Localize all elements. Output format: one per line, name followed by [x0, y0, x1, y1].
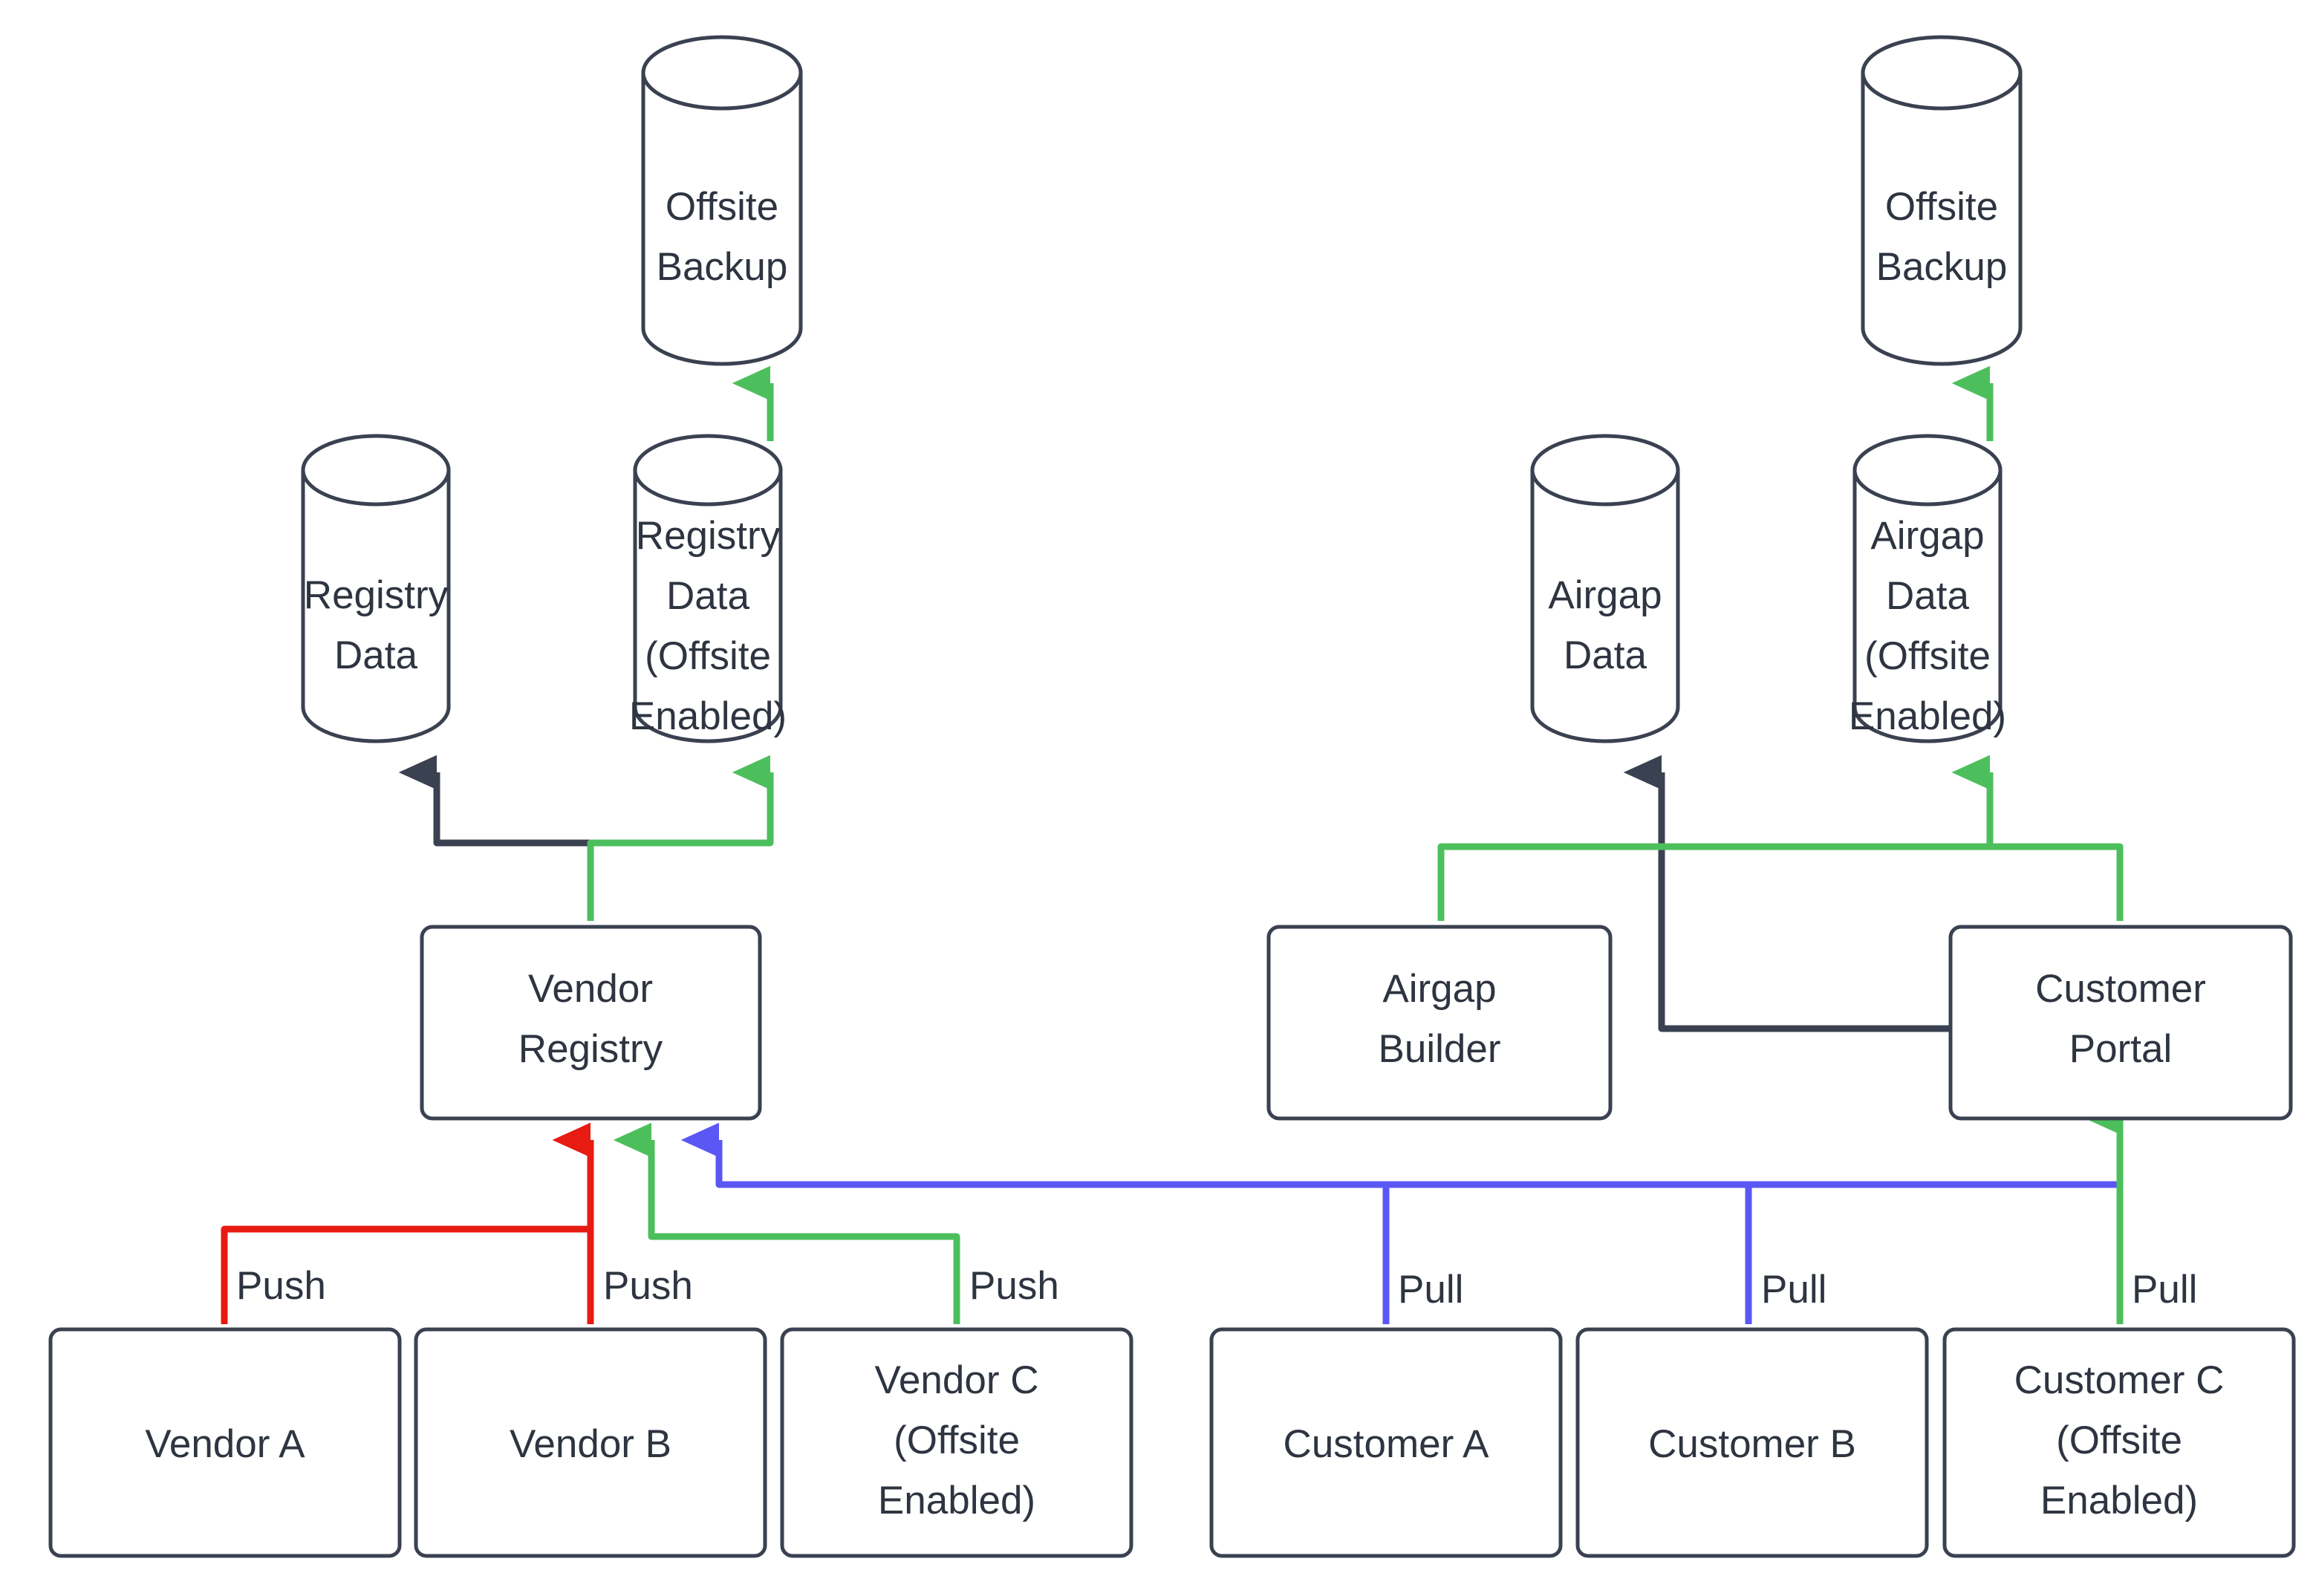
node-label: Registry — [518, 1027, 663, 1071]
edge-customer-portal-to-airgap-data — [1623, 755, 1951, 1032]
edge-vendor-registry-to-registry-data — [398, 755, 594, 921]
node-vendor-a[interactable]: Vendor A — [48, 1327, 402, 1558]
node-label: Data — [666, 574, 749, 618]
node-label: (Offsite — [1864, 634, 1991, 678]
node-airgap-data[interactable]: Airgap Data — [1530, 434, 1680, 743]
node-label: Airgap — [1382, 967, 1496, 1011]
node-customer-c[interactable]: Customer C (Offsite Enabled) — [1942, 1327, 2296, 1558]
node-label: Enabled) — [629, 694, 787, 738]
node-label: Backup — [657, 245, 788, 289]
node-label: Offsite — [666, 185, 778, 229]
edge-customer-portal-to-airgap-data-offsite — [1951, 755, 2124, 921]
node-registry-data[interactable]: Registry Data — [301, 434, 451, 743]
node-label: Customer B — [1648, 1422, 1856, 1466]
edge-label-customer-b-pull: Pull — [1761, 1268, 1826, 1312]
node-vendor-registry[interactable]: Vendor Registry — [420, 925, 762, 1121]
edge-vendor-c-to-vendor-registry — [613, 1122, 960, 1324]
node-label: Backup — [1876, 245, 2008, 289]
node-label: (Offsite — [894, 1419, 1020, 1462]
node-label: (Offsite — [645, 634, 771, 678]
edge-label-customer-c-pull: Pull — [2132, 1268, 2197, 1312]
node-label: Airgap — [1870, 514, 1984, 558]
node-label: Vendor A — [145, 1422, 305, 1466]
node-customer-portal[interactable]: Customer Portal — [1948, 925, 2293, 1121]
node-label: Builder — [1379, 1027, 1501, 1071]
node-label: Data — [1886, 574, 1969, 618]
node-label: Customer A — [1284, 1422, 1490, 1466]
node-label: Customer C — [2014, 1358, 2225, 1402]
node-label: Enabled) — [2040, 1479, 2198, 1522]
node-vendor-c[interactable]: Vendor C (Offsite Enabled) — [780, 1327, 1133, 1558]
node-airgap-data-offsite[interactable]: Airgap Data (Offsite Enabled) — [1849, 434, 2006, 743]
edge-customer-a-to-customer-portal — [1382, 1117, 2124, 1324]
node-registry-data-offsite[interactable]: Registry Data (Offsite Enabled) — [629, 434, 787, 743]
edge-airgap-builder-to-airgap-data-offsite — [1437, 755, 1994, 921]
node-label: Data — [1564, 633, 1647, 677]
node-offsite-backup-right[interactable]: Offsite Backup — [1861, 35, 2023, 366]
edge-label-vendor-c-push: Push — [969, 1264, 1059, 1308]
edge-customer-portal-to-vendor-registry — [680, 1117, 2124, 1188]
node-label: Data — [334, 633, 417, 677]
node-customer-a[interactable]: Customer A — [1209, 1327, 1563, 1558]
node-vendor-b[interactable]: Vendor B — [414, 1327, 767, 1558]
node-label: (Offsite — [2056, 1419, 2182, 1462]
node-label: Customer — [2035, 967, 2206, 1011]
node-label: Vendor C — [875, 1358, 1039, 1402]
edge-label-customer-a-pull: Pull — [1398, 1268, 1463, 1312]
node-offsite-backup-left[interactable]: Offsite Backup — [641, 35, 803, 366]
node-label: Airgap — [1548, 573, 1662, 617]
edge-vendor-registry-to-registry-data-offsite — [587, 755, 774, 921]
node-label: Registry — [304, 573, 449, 617]
node-label: Registry — [636, 514, 781, 558]
node-label: Offsite — [1885, 185, 1998, 229]
node-label: Vendor — [528, 967, 653, 1011]
edge-label-vendor-b-push: Push — [603, 1264, 693, 1308]
node-label: Enabled) — [878, 1479, 1035, 1522]
node-label: Enabled) — [1849, 694, 2006, 738]
node-label: Portal — [2069, 1027, 2172, 1071]
node-customer-b[interactable]: Customer B — [1575, 1327, 1929, 1558]
node-airgap-builder[interactable]: Airgap Builder — [1266, 925, 1613, 1121]
edge-label-vendor-a-push: Push — [236, 1264, 326, 1308]
node-label: Vendor B — [510, 1422, 671, 1466]
